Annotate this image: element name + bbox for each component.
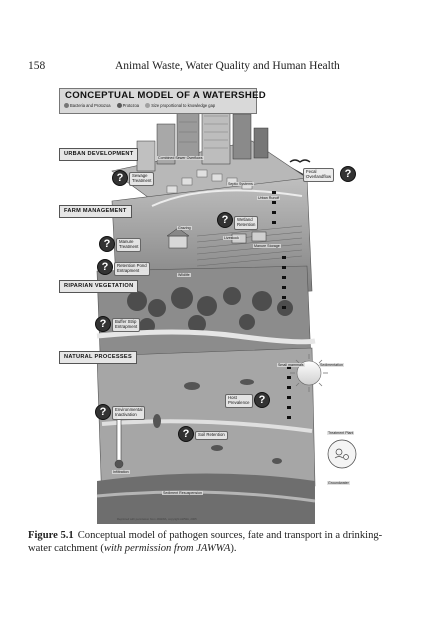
figure-title-panel: CONCEPTUAL MODEL OF A WATERSHED Bacteria… xyxy=(59,88,266,114)
thermometer-bulb xyxy=(114,459,124,469)
section-label-farm: FARM MANAGEMENT xyxy=(59,205,132,218)
legend-swatch xyxy=(116,103,122,109)
question-mark-icon: ? xyxy=(254,392,270,408)
river xyxy=(96,329,316,345)
scene-label: Treatment Plant xyxy=(327,431,355,435)
scene-label: Grazing xyxy=(177,226,192,230)
legend-item: Protozoa xyxy=(116,103,140,109)
section-label-natural: NATURAL PROCESSES xyxy=(59,351,137,364)
trees xyxy=(127,287,293,334)
question-mark-icon: ? xyxy=(97,259,113,275)
section-label-urban: URBAN DEVELOPMENT xyxy=(59,148,139,161)
question-mark-icon: ? xyxy=(95,316,111,332)
figure-credit: Reprinted with permission from JAWWA, co… xyxy=(117,517,197,521)
running-title: Animal Waste, Water Quality and Human He… xyxy=(115,60,340,72)
sun xyxy=(290,354,328,392)
question-mark-icon: ? xyxy=(178,426,194,442)
scene-label: Sedimentation xyxy=(319,363,344,367)
page-header: 158 Animal Waste, Water Quality and Huma… xyxy=(0,60,427,76)
scene-label: Infiltration xyxy=(112,470,130,474)
thermometer xyxy=(116,415,122,462)
legend-item: Bacteria and Protozoa xyxy=(64,103,111,109)
road xyxy=(151,189,303,207)
legend-label: Protozoa xyxy=(122,103,140,108)
question-mark-icon: ? xyxy=(112,170,128,186)
stream xyxy=(101,419,313,433)
scene-label: Combined Sewer Overflows xyxy=(157,156,204,160)
watershed-illustration xyxy=(96,93,357,524)
caption-text-end: ). xyxy=(230,543,237,554)
bird xyxy=(289,159,311,163)
question-mark-icon: ? xyxy=(99,236,115,252)
soil-layer xyxy=(97,473,315,524)
gap-label-soil: Soil Retention xyxy=(195,431,228,440)
scene-label: Livestock xyxy=(223,236,240,240)
caption-text: Conceptual model of pathogen sources, fa… xyxy=(28,530,383,554)
legend-swatch xyxy=(145,103,151,109)
scene-label: Manure Storage xyxy=(253,244,281,248)
city-buildings xyxy=(136,93,269,172)
groundwater-flow xyxy=(96,490,316,503)
section-label-riparian: RIPARIAN VEGETATION xyxy=(59,280,139,293)
pipes xyxy=(272,191,291,419)
legend-item: Size proportional to knowledge gap xyxy=(145,103,216,109)
legend-label: Bacteria and Protozoa xyxy=(70,103,111,108)
question-mark-icon: ? xyxy=(217,212,233,228)
scene-label: Urban Runoff xyxy=(257,196,281,200)
scene-label: Septic Systems xyxy=(227,182,254,186)
page-number: 158 xyxy=(28,60,46,72)
scene-label: Small mammals xyxy=(277,363,305,367)
caption-label: Figure 5.1 xyxy=(28,530,74,541)
watershed-figure: CONCEPTUAL MODEL OF A WATERSHED Bacteria… xyxy=(57,86,369,524)
legend-label: Size proportional to knowledge gap xyxy=(151,103,216,108)
question-mark-icon: ? xyxy=(95,404,111,420)
scene-label: Wildlife xyxy=(177,273,191,277)
scene-label: Sediment Resuspension xyxy=(162,491,203,495)
scene-label: Groundwater xyxy=(327,481,350,485)
microbe-inset xyxy=(327,439,357,469)
animals xyxy=(153,379,282,464)
figure-legend: Bacteria and Protozoa Protozoa Size prop… xyxy=(64,103,220,109)
caption-italic: with permission from JAWWA xyxy=(103,543,231,554)
legend-swatch xyxy=(64,103,69,109)
question-mark-icon: ? xyxy=(340,166,356,182)
microbe-detail xyxy=(334,448,349,460)
figure-title: CONCEPTUAL MODEL OF A WATERSHED xyxy=(65,90,266,101)
crop-rows xyxy=(196,225,303,267)
